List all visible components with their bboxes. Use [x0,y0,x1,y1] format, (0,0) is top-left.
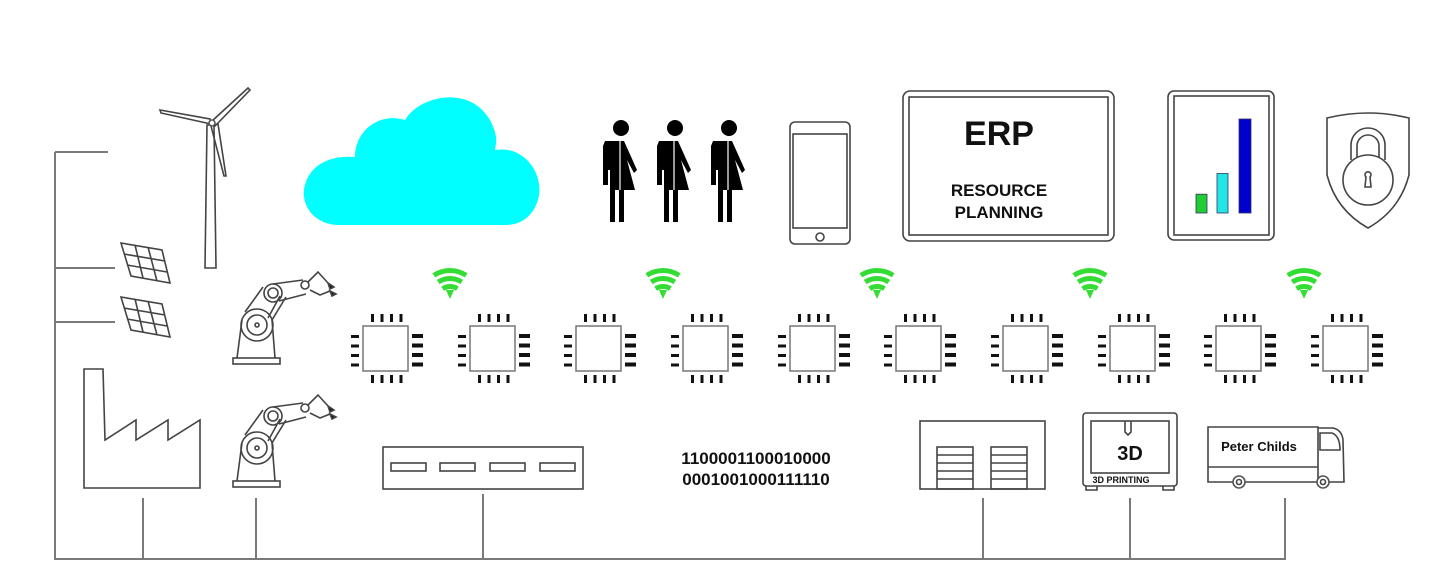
truck-label: Peter Childs [1221,439,1297,454]
cloud-icon [303,97,540,225]
wifi-icon [1072,268,1108,299]
microchip-icon [1098,314,1170,383]
bar-small [1195,193,1208,214]
wifi-row [432,268,1322,299]
factory-icon [83,368,201,489]
delivery-truck-icon: Peter Childs [1207,426,1345,489]
microchip-icon [778,314,850,383]
wifi-icon [645,268,681,299]
bar-chart-tablet-icon [1167,90,1275,241]
person-figure [603,120,637,222]
solar-panel-icon [119,241,172,285]
3d-printer-icon: 3D 3D PRINTING [1082,412,1178,491]
people-icon [603,120,745,222]
wifi-icon [859,268,895,299]
microchip-icon [351,314,423,383]
person-figure [711,120,745,222]
printer-small-label: 3D PRINTING [1092,475,1149,485]
microchip-icon [458,314,530,383]
microchip-icon [884,314,956,383]
erp-title: ERP [964,115,1034,153]
shield-lock-icon [1326,112,1410,229]
bar-large [1238,118,1252,214]
bar-medium [1216,173,1229,214]
wifi-icon [1286,268,1322,299]
smartphone-icon [789,121,851,245]
robot-arm-icon [232,270,338,365]
chip-row [351,314,1383,383]
microchip-icon [1204,314,1276,383]
wind-turbine-icon [158,86,252,269]
robot-arm-icon [232,393,338,488]
person-figure [657,120,691,222]
microchip-icon [671,314,743,383]
microchip-icon [991,314,1063,383]
binary-line-1: 1100001100010000 [681,449,830,468]
binary-line-2: 0001001000111110 [682,470,830,489]
erp-line2: PLANNING [955,203,1044,222]
erp-monitor: ERP RESOURCE PLANNING [902,90,1115,242]
microchip-icon [564,314,636,383]
erp-line1: RESOURCE [951,181,1047,200]
network-switch-icon [382,446,584,490]
warehouse-icon [919,420,1046,490]
solar-panel-icon [119,295,172,339]
printer-big-label: 3D [1117,443,1143,465]
connection-bus [54,151,1286,560]
microchip-icon [1311,314,1383,383]
wifi-icon [432,268,468,299]
